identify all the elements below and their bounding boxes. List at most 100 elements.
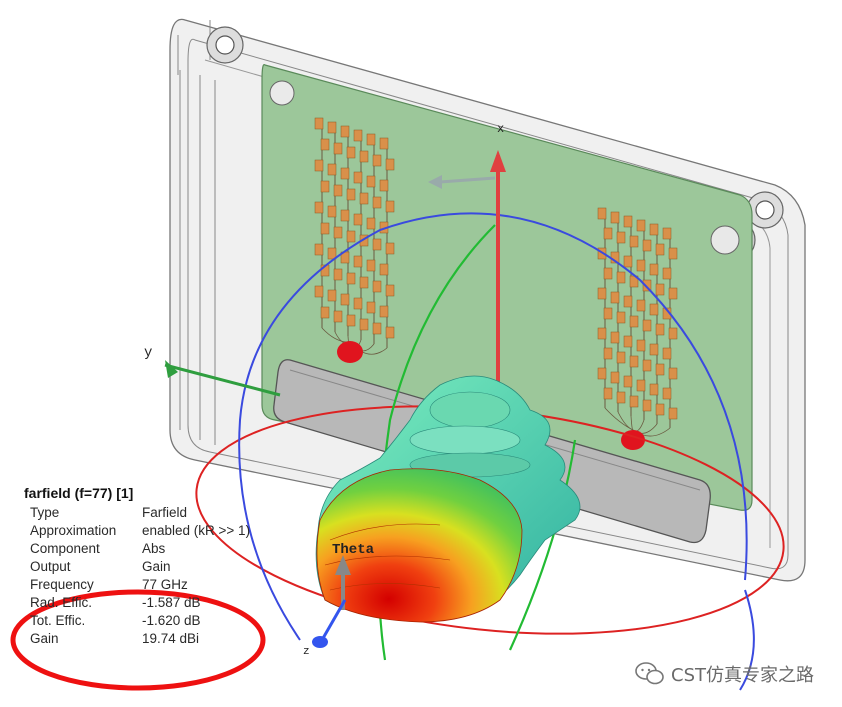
antenna-patch [385,158,395,171]
antenna-patch [379,179,389,192]
gain-highlight-circle [10,589,266,691]
antenna-patch [610,371,620,384]
antenna-patch [333,226,343,239]
antenna-patch [655,243,665,256]
antenna-patch [372,280,382,293]
info-row-tot-effic: Tot. Effic.-1.620 dB [30,613,201,628]
antenna-patch [366,133,376,146]
antenna-patch [333,310,343,323]
antenna-patch [314,243,324,256]
wechat-icon [635,662,664,685]
antenna-patch [623,255,633,268]
antenna-patch [385,326,395,339]
antenna-patch [649,263,659,276]
antenna-patch [642,359,652,372]
antenna-patch [636,219,646,232]
antenna-array-right [597,207,678,437]
antenna-patch [353,255,363,268]
antenna-patch [359,150,369,163]
antenna-patch [346,146,356,159]
antenna-patch [340,209,350,222]
antenna-patch [668,287,678,300]
antenna-patch [649,343,659,356]
antenna-patch [379,305,389,318]
antenna-patch [616,271,626,284]
antenna-patch [642,319,652,332]
antenna-patch [379,137,389,150]
antenna-patch [649,383,659,396]
antenna-patch [668,327,678,340]
antenna-patch [603,387,613,400]
y-axis-label: y [144,345,153,361]
antenna-patch [366,259,376,272]
antenna-patch [359,276,369,289]
antenna-patch [649,303,659,316]
antenna-patch [597,367,607,380]
antenna-patch [610,291,620,304]
antenna-patch [662,227,672,240]
antenna-patch [359,192,369,205]
antenna-patch [655,363,665,376]
antenna-patch [610,331,620,344]
feed-port-left[interactable] [337,341,363,363]
phi-circle [238,212,748,641]
antenna-patch [616,311,626,324]
antenna-patch [616,231,626,244]
antenna-patch [333,184,343,197]
antenna-patch [385,200,395,213]
info-row-rad-effic: Rad. Effic.-1.587 dB [30,595,201,610]
antenna-patch [629,355,639,368]
antenna-patch [662,347,672,360]
antenna-patch [346,314,356,327]
antenna-patch [623,215,633,228]
antenna-patch [636,379,646,392]
antenna-patch [642,399,652,412]
antenna-patch [320,180,330,193]
antenna-patch [314,285,324,298]
antenna-patch [372,322,382,335]
antenna-patch [320,138,330,151]
antenna-patch [366,301,376,314]
antenna-patch [636,339,646,352]
antenna-patch [616,391,626,404]
antenna-patch [655,403,665,416]
antenna-patch [385,242,395,255]
antenna-patch [359,318,369,331]
antenna-patch [346,230,356,243]
radiation-pattern[interactable] [315,375,581,623]
antenna-patch [603,347,613,360]
antenna-patch [327,205,337,218]
antenna-patch [320,306,330,319]
antenna-patch [636,259,646,272]
antenna-patch [353,213,363,226]
watermark: CST仿真专家之路 [635,661,814,687]
antenna-patch [597,287,607,300]
antenna-patch [636,299,646,312]
antenna-patch [327,121,337,134]
antenna-patch [610,211,620,224]
antenna-patch [642,279,652,292]
antenna-patch [340,125,350,138]
antenna-patch [366,175,376,188]
antenna-patch [603,267,613,280]
antenna-patch [314,159,324,172]
y-axis [164,360,281,397]
antenna-patch [642,239,652,252]
antenna-patch [603,227,613,240]
antenna-patch [668,367,678,380]
antenna-patch [623,295,633,308]
antenna-patch [333,142,343,155]
antenna-patch [372,196,382,209]
antenna-patch [333,268,343,281]
antenna-patch [597,327,607,340]
antenna-patch [340,293,350,306]
phi-direction-arrow [428,175,496,189]
